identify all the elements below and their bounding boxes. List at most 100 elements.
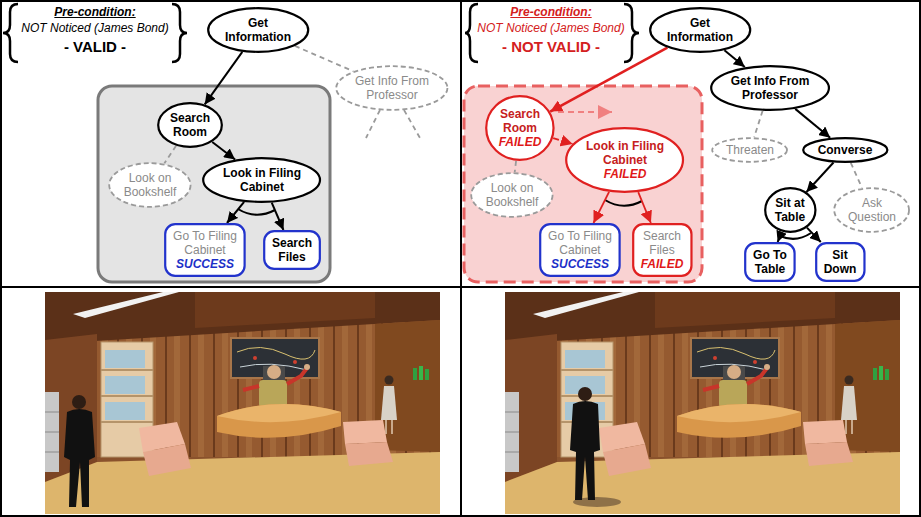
node-label: Threaten [724, 143, 775, 157]
tree-edge [212, 142, 235, 159]
tree-edge [205, 52, 243, 104]
node-label: Search Room [168, 111, 211, 139]
node-text-group: Get Info From Professor [353, 74, 430, 102]
node-text-group: Search FilesFAILED [639, 229, 684, 271]
node-label: Get Information [666, 16, 734, 44]
failed-behavior-node: Look in Filing CabinetFAILED [565, 127, 684, 193]
tree-edge [807, 228, 821, 242]
status-label: FAILED [639, 257, 684, 271]
validity-label: - VALID - [64, 38, 126, 55]
tree-edge [295, 46, 353, 71]
node-text-group: Get Information [666, 16, 734, 44]
inactive-behavior-node: Threaten [711, 137, 788, 163]
tree-edge [724, 50, 744, 67]
node-ellipse [713, 138, 788, 162]
node-ellipse [204, 158, 321, 202]
behavior-node: Search Room [157, 102, 223, 148]
tree-edge [272, 203, 284, 230]
room-render [505, 292, 900, 514]
failed-subtree-region [464, 86, 702, 282]
node-ellipse [803, 138, 887, 162]
node-ellipse [567, 128, 684, 192]
node-ellipse [711, 66, 829, 110]
tree-edge [515, 161, 516, 172]
behavior-node: Converse [802, 137, 889, 163]
tree-edge [795, 109, 830, 138]
node-ellipse [208, 8, 308, 52]
and-arc [780, 233, 811, 239]
tree-edge [553, 138, 573, 144]
node-label: Search Files [639, 229, 684, 257]
node-label: Search Files [271, 236, 314, 264]
failed-behavior-node: Search RoomFAILED [485, 95, 555, 161]
node-text-group: Get Info From Professor [729, 74, 810, 102]
node-text-group: Sit Down [822, 248, 857, 276]
node-label: Look on Bookshelf [484, 181, 539, 209]
node-label: Search Room [497, 107, 542, 135]
node-label: Look on Bookshelf [122, 171, 177, 199]
node-label: Go To Filing Cabinet [172, 229, 238, 257]
status-label: FAILED [497, 135, 542, 149]
agent-head [72, 395, 86, 409]
tree-edge [638, 192, 651, 223]
node-text-group: Go To Filing CabinetSUCCESS [172, 229, 238, 271]
panel-divider [460, 1, 462, 516]
agent-body [64, 409, 95, 507]
node-text-group: Go To Table [752, 248, 788, 276]
agent-figure [570, 387, 621, 507]
action-node: Go To Filing CabinetSUCCESS [539, 223, 621, 277]
agent-head [578, 387, 592, 401]
node-label: Sit Down [822, 248, 857, 276]
action-node: Sit Down [815, 242, 866, 282]
action-node: Go To Filing CabinetSUCCESS [164, 223, 246, 277]
node-ellipse [835, 188, 910, 232]
node-box [816, 243, 864, 281]
inactive-behavior-node: Look on Bookshelf [470, 172, 554, 218]
tree-edge [778, 232, 782, 242]
pruned-branch [366, 110, 380, 138]
status-label: FAILED [585, 167, 665, 181]
agent-figure [64, 395, 95, 507]
behavior-node: Get Information [649, 7, 751, 53]
node-label: Go To Table [752, 248, 788, 276]
node-text-group: Look on Bookshelf [484, 181, 539, 209]
tree-edge [593, 192, 609, 223]
node-label: Sit at Table [773, 196, 806, 224]
node-label: Look in Filing Cabinet [585, 139, 665, 167]
behavior-node: Get Information [207, 7, 309, 53]
curly-brace [3, 4, 18, 62]
node-text-group: Go To Filing CabinetSUCCESS [547, 229, 613, 271]
node-box [745, 243, 794, 281]
node-ellipse [336, 66, 447, 110]
curly-brace [465, 4, 478, 62]
node-text-group: Look in Filing CabinetFAILED [585, 139, 665, 181]
tree-edge [164, 146, 176, 164]
precondition-text: NOT Noticed (James Bond) [21, 21, 168, 35]
node-text-group: Look in Filing Cabinet [222, 166, 302, 194]
abandon-arrow [558, 111, 612, 113]
node-ellipse [471, 173, 552, 217]
node-box [540, 224, 619, 276]
tree-edge [851, 163, 862, 188]
node-ellipse [765, 188, 815, 232]
node-text-group: Search RoomFAILED [497, 107, 542, 149]
node-text-group: Sit at Table [773, 196, 806, 224]
pruned-branch [404, 110, 420, 138]
node-box [165, 224, 244, 276]
action-node: Search Files [263, 230, 321, 270]
agent-body [570, 401, 600, 500]
node-text-group: Ask Question [846, 196, 897, 224]
curly-brace [172, 4, 187, 62]
node-label: Get Info From Professor [729, 74, 810, 102]
and-arc [238, 209, 275, 215]
node-label: Converse [816, 143, 873, 157]
action-node: Go To Table [744, 242, 796, 282]
node-text-group: Look on Bookshelf [122, 171, 177, 199]
node-ellipse [109, 163, 190, 207]
status-label: SUCCESS [547, 257, 613, 271]
tree-edge [550, 48, 667, 112]
inactive-behavior-node: Get Info From Professor [335, 65, 449, 111]
precondition-heading: Pre-condition: [510, 5, 591, 19]
